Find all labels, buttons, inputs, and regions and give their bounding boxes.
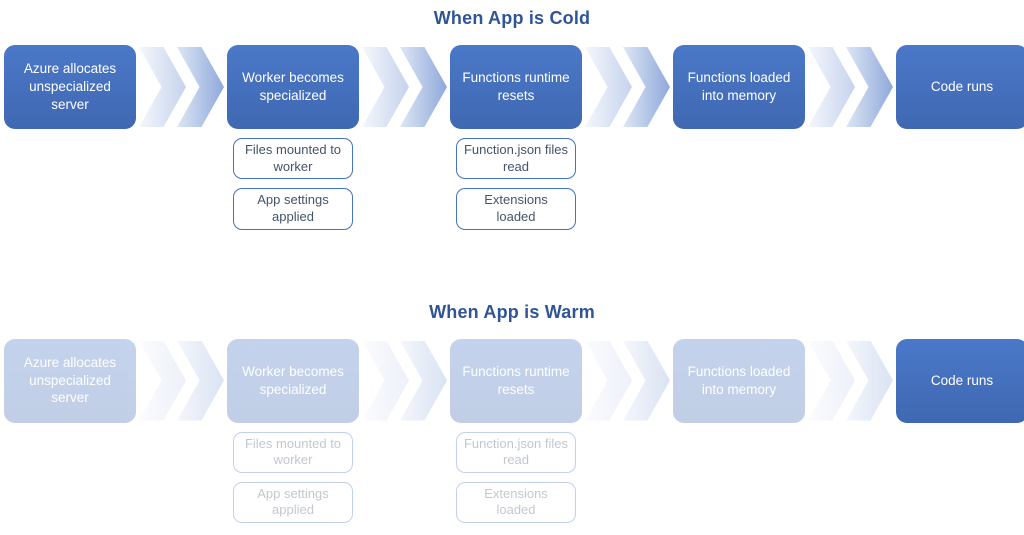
- chevron-shape: [362, 340, 409, 421]
- sub-step-box: App settings applied: [233, 188, 353, 230]
- sub-step-box: Files mounted to worker: [233, 138, 353, 180]
- chevron-right-icon: [585, 339, 670, 423]
- sub-step-box: Function.json files read: [456, 138, 576, 180]
- cold-step-runtime-resets: Functions runtime resets Function.json f…: [450, 45, 582, 230]
- chevron-shape: [585, 340, 632, 421]
- warm-step-code-runs: Code runs: [896, 338, 1024, 423]
- chevron-right-icon: [362, 339, 447, 423]
- warm-section-title: When App is Warm: [429, 301, 595, 322]
- chevron-shape: [808, 340, 855, 421]
- step-label: Code runs: [930, 79, 994, 95]
- cold-step-code-runs: Code runs: [896, 45, 1024, 129]
- warm-section: When App is Warm Azure allocates unspeci…: [0, 294, 1024, 523]
- warm-step-worker-specialized: Worker becomes specialized Files mounted…: [227, 338, 359, 523]
- chevron-right-icon: [808, 339, 893, 423]
- cold-step-azure-allocates: Azure allocates unspecialized server: [4, 45, 136, 129]
- step-box: Azure allocates unspecialized server: [4, 45, 136, 129]
- step-box: Functions loaded into memory: [673, 45, 805, 129]
- sub-step-box: Files mounted to worker: [233, 431, 353, 473]
- step-label: Azure allocates unspecialized server: [23, 354, 117, 406]
- warm-step-azure-allocates: Azure allocates unspecialized server: [4, 338, 136, 423]
- cold-flow: Azure allocates unspecialized server Wor…: [0, 45, 1024, 230]
- chevron-right-icon: [139, 339, 224, 423]
- chevron-shape: [139, 47, 186, 127]
- step-box: Functions runtime resets: [450, 338, 582, 423]
- chevron-right-icon: [808, 45, 893, 129]
- sub-step-box: Function.json files read: [456, 431, 576, 473]
- sub-step-box: Extensions loaded: [456, 481, 576, 523]
- chevron-right-icon: [585, 45, 670, 129]
- sub-step-box: App settings applied: [233, 481, 353, 523]
- warm-flow: Azure allocates unspecialized server Wor…: [0, 338, 1024, 523]
- step-box: Worker becomes specialized: [227, 338, 359, 423]
- step-box: Code runs: [896, 45, 1024, 129]
- step-label: Functions loaded into memory: [687, 70, 791, 103]
- step-box: Code runs: [896, 338, 1024, 423]
- cold-step-worker-specialized: Worker becomes specialized Files mounted…: [227, 45, 359, 230]
- cold-section: When App is Cold Azure allocates unspeci…: [0, 0, 1024, 230]
- step-label: Functions runtime resets: [462, 363, 570, 397]
- cold-step-loaded-into-memory: Functions loaded into memory: [673, 45, 805, 129]
- chevron-shape: [139, 340, 186, 421]
- step-box: Functions loaded into memory: [673, 338, 805, 423]
- warm-step-runtime-resets: Functions runtime resets Function.json f…: [450, 338, 582, 523]
- chevron-shape: [808, 47, 855, 127]
- chevron-right-icon: [362, 45, 447, 129]
- sub-step-box: Extensions loaded: [456, 188, 576, 230]
- step-box: Functions runtime resets: [450, 45, 582, 129]
- step-label: Worker becomes specialized: [242, 70, 344, 103]
- step-label: Azure allocates unspecialized server: [23, 61, 117, 112]
- chevron-right-icon: [139, 45, 224, 129]
- step-label: Worker becomes specialized: [242, 363, 344, 397]
- step-box: Worker becomes specialized: [227, 45, 359, 129]
- step-label: Code runs: [930, 372, 994, 388]
- step-box: Azure allocates unspecialized server: [4, 338, 136, 423]
- warm-step-loaded-into-memory: Functions loaded into memory: [673, 338, 805, 423]
- cold-section-title: When App is Cold: [433, 8, 591, 28]
- chevron-shape: [585, 47, 632, 127]
- step-label: Functions loaded into memory: [687, 363, 791, 397]
- step-label: Functions runtime resets: [462, 70, 570, 103]
- chevron-shape: [362, 47, 409, 127]
